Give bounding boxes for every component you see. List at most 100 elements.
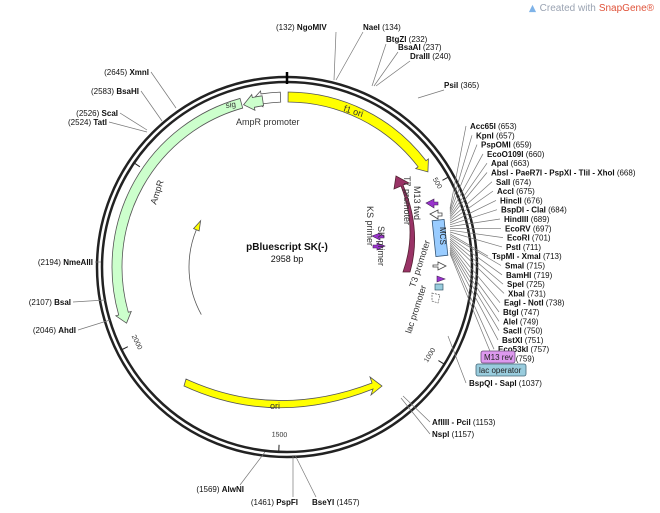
site-leader: [449, 242, 501, 303]
site-label-left: (2526) ScaI: [76, 109, 118, 118]
site-leader: [119, 112, 148, 131]
tick-mark: [122, 346, 129, 350]
site-leader: [449, 190, 494, 222]
sk-primer-label: SK primer: [376, 226, 386, 266]
site-label-mcs: SmaI (715): [505, 262, 545, 271]
site-label-mcs: AccI (675): [497, 187, 535, 196]
site-leader: [108, 121, 148, 133]
sig-arrow: [242, 93, 264, 111]
ampr-label: AmpR: [148, 178, 165, 205]
lac-operator-box: [475, 363, 527, 377]
t7-promoter-label: T7 promoter: [402, 176, 412, 225]
site-label-mcs: HindIII (689): [504, 215, 550, 224]
plasmid-length: 2958 bp: [271, 254, 304, 264]
t7-promoter-arrow: [429, 209, 443, 220]
site-leader: [449, 229, 504, 238]
ks-primer-label: KS primer: [365, 206, 375, 246]
site-leader: [449, 253, 494, 359]
site-label-mcs: XbaI (731): [508, 289, 546, 298]
site-label-mcs: KpnI (657): [476, 131, 515, 140]
plasmid-name: pBluescript SK(-): [246, 242, 328, 253]
site-label-top: NaeI (134): [363, 23, 401, 32]
mcs-box: [431, 219, 449, 257]
mcs-label: MCS: [438, 227, 447, 245]
site-leader: [77, 319, 111, 331]
tick-mark: [442, 176, 448, 181]
site-label-mcs: EcoRI (701): [507, 234, 551, 243]
site-label-left: (2107) BsaI: [29, 298, 71, 307]
site-leader: [449, 244, 500, 313]
site-leader: [449, 251, 495, 350]
tick-label: 1500: [272, 431, 288, 439]
site-label-mcs: EagI - NotI (738): [504, 299, 565, 308]
site-leader: [449, 233, 489, 257]
site-label-right: AflIII - PciI (1153): [432, 418, 496, 427]
lac-promoter-icon: [431, 292, 441, 304]
tick-mark: [438, 360, 444, 365]
f1-ori-label: f1 ori: [342, 103, 364, 119]
site-leader: [449, 209, 498, 226]
site-label-right: NspI (1157): [432, 430, 474, 439]
site-label-left: (2046) AhdI: [33, 326, 76, 335]
site-label-bottom: (1569) AlwNI: [196, 485, 244, 494]
m13-fwd-primer-icon: [425, 198, 439, 209]
site-label-mcs: EcoRV (697): [505, 224, 552, 233]
ks-primer-icon: [371, 232, 385, 241]
site-leader: [449, 246, 500, 322]
ori-body: [183, 375, 383, 409]
site-leader: [140, 90, 163, 122]
features-group: [111, 90, 449, 409]
lac-promoter-label: lac promoter: [403, 284, 428, 335]
site-label-mcs: SacII (750): [503, 327, 543, 336]
site-label-mcs: AbsI - PaeR7I - PspXI - TliI - XhoI (668…: [491, 169, 636, 178]
site-leader: [72, 299, 106, 303]
m13-rev-box: [480, 350, 516, 364]
site-label-top: BsaAI (237): [398, 43, 442, 52]
site-leader: [449, 125, 467, 209]
site-leader: [449, 237, 503, 276]
site-label-mcs: SalI (674): [496, 178, 531, 187]
ori-arrow: [188, 219, 202, 315]
site-leader: [449, 240, 505, 294]
lac-operator-label: lac operator: [479, 366, 522, 375]
site-leader: [402, 395, 431, 423]
site-label-mcs: SpeI (725): [507, 280, 545, 289]
site-label-mcs: Eco53kI (757): [498, 345, 549, 354]
site-label-bottom: BseYI (1457): [312, 498, 360, 507]
watermark: Created with SnapGene®: [528, 3, 654, 14]
site-leader: [449, 135, 473, 211]
lac-operator-icon: [434, 283, 444, 291]
site-leader: [449, 144, 478, 213]
site-label-top: DraIII (240): [410, 52, 451, 61]
site-leader: [417, 89, 445, 99]
site-leader: [371, 43, 387, 87]
ampr-arrow: [111, 97, 244, 324]
site-leader: [449, 235, 502, 266]
watermark-prefix: Created with: [539, 3, 596, 14]
site-leader: [449, 200, 497, 224]
site-leader: [335, 31, 364, 81]
m13-rev-primer-icon: [436, 275, 446, 283]
site-leaders-group: [72, 31, 505, 498]
snapgene-logo-icon: [528, 4, 536, 13]
lacza-label: lacZα: [400, 213, 410, 235]
site-leader: [449, 181, 493, 220]
site-leader: [375, 60, 411, 87]
site-leader: [333, 31, 337, 81]
site-label-mcs: ApaI (663): [491, 159, 530, 168]
site-label-mcs: PstI (711): [506, 243, 541, 252]
site-leader: [239, 451, 266, 486]
site-label-mcs: AleI (749): [503, 317, 539, 326]
site-leader: [400, 397, 431, 435]
site-leader: [449, 238, 504, 285]
site-label-top: (132) NgoMIV: [276, 23, 327, 32]
site-leader: [294, 454, 317, 498]
site-label-mcs: BamHI (719): [506, 271, 553, 280]
site-leader: [449, 218, 501, 227]
site-label-mcs: PspOMI (659): [481, 141, 532, 150]
site-leader: [150, 71, 177, 109]
sig-label: sig: [225, 100, 236, 110]
ori-label: ori: [270, 401, 280, 411]
site-leader: [449, 153, 484, 215]
site-leader: [373, 51, 399, 87]
